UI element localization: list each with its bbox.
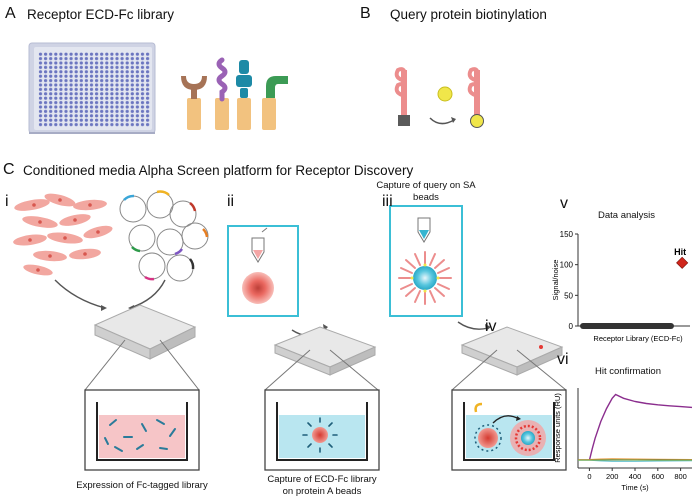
step-ii-numeral: ii <box>227 193 235 210</box>
x-tick-label: 400 <box>629 472 642 481</box>
x-tick-label: 0 <box>587 472 591 481</box>
step-iii-caption: Capture of query on SA beads <box>376 180 476 203</box>
chart-vi-title: Hit confirmation <box>595 366 661 377</box>
x-axis-label: Receptor Library (ECD-Fc) <box>593 334 683 343</box>
receptor-ecd-fc-constructs <box>181 57 288 130</box>
panel-b-title: Query protein biotinylation <box>390 7 547 22</box>
y-axis-label: Signal/noise <box>551 260 560 301</box>
well-plate-384 <box>28 42 156 134</box>
step-iv-art <box>451 326 567 471</box>
step-i-numeral: i <box>5 193 9 210</box>
step-v-numeral: v <box>560 195 568 212</box>
x-tick-label: 800 <box>674 472 687 481</box>
plate-i <box>84 304 200 471</box>
chart-v-title: Data analysis <box>598 210 656 221</box>
plasmid-library <box>119 190 209 282</box>
step-iii-numeral: iii <box>382 193 393 210</box>
panel-a-title: Receptor ECD-Fc library <box>27 7 175 22</box>
panel-a-letter: A <box>5 5 16 22</box>
y-tick-label: 100 <box>560 261 574 270</box>
hek-cells <box>13 193 113 276</box>
hit-point <box>676 256 689 269</box>
x-tick-label: 600 <box>652 472 665 481</box>
panel-c-letter: C <box>3 161 15 178</box>
step-iv-numeral: iv <box>485 318 497 335</box>
y-tick-label: 50 <box>564 291 573 300</box>
library-baseline-points <box>580 323 674 329</box>
hit-annotation: Hit <box>674 247 686 257</box>
y-tick-label: 0 <box>569 322 574 331</box>
y-axis-label: Response units (RU) <box>553 393 562 463</box>
y-tick-label: 150 <box>560 230 574 239</box>
x-tick-label: 200 <box>606 472 619 481</box>
panel-c-title: Conditioned media Alpha Screen platform … <box>23 163 414 178</box>
x-axis-label: Time (s) <box>621 483 649 492</box>
step-i-caption: Expression of Fc-tagged library <box>76 480 208 491</box>
sensorgram-line <box>588 393 693 461</box>
step-iii-art <box>389 205 491 331</box>
arrows-to-plate <box>54 279 166 309</box>
biotinylation-scheme <box>394 67 484 128</box>
step-ii-art <box>227 225 380 471</box>
step-vi-numeral: vi <box>557 351 569 368</box>
panel-b-letter: B <box>360 5 371 22</box>
step-ii-caption: Capture of ECD-Fc library on protein A b… <box>267 474 377 497</box>
